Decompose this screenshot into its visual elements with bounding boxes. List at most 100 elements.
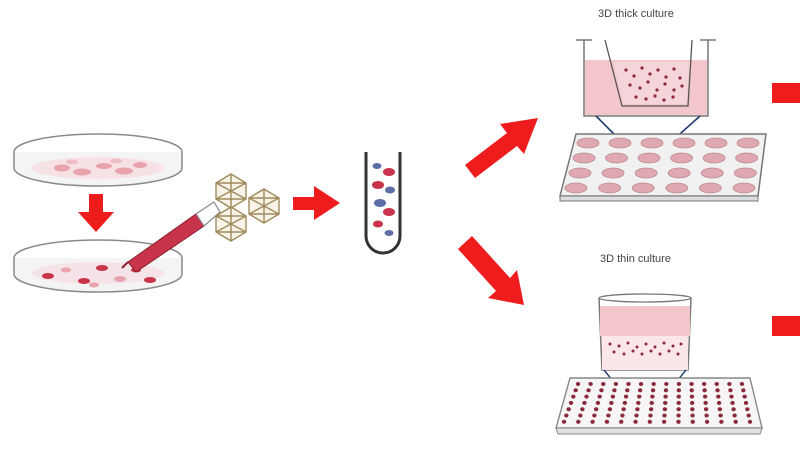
well	[729, 394, 734, 399]
well	[650, 388, 656, 393]
well	[584, 394, 589, 399]
well	[637, 388, 643, 393]
thin-culture-insert	[598, 293, 692, 413]
well	[743, 400, 749, 405]
well	[649, 400, 654, 405]
well	[699, 182, 722, 194]
well	[590, 419, 595, 424]
well	[598, 182, 621, 194]
well	[612, 388, 617, 393]
well	[663, 400, 668, 405]
well	[716, 400, 722, 405]
well	[665, 182, 689, 194]
well	[672, 137, 696, 149]
well	[607, 407, 613, 412]
well	[599, 388, 604, 393]
well	[704, 413, 709, 418]
well	[613, 382, 619, 386]
well	[635, 407, 640, 412]
well	[715, 388, 720, 393]
well	[582, 400, 587, 405]
thick-wells	[564, 137, 760, 194]
well	[663, 394, 668, 399]
well	[689, 382, 694, 386]
well	[701, 382, 707, 386]
well	[586, 388, 591, 393]
well	[690, 413, 695, 418]
well	[676, 388, 682, 393]
well	[733, 419, 738, 424]
right-edge-arrow-top	[772, 83, 800, 103]
test-tube-icon	[364, 152, 402, 255]
well	[731, 407, 736, 412]
well	[638, 382, 644, 386]
well	[676, 419, 681, 424]
well	[662, 413, 667, 418]
well	[717, 407, 723, 412]
well	[595, 400, 601, 405]
well	[601, 382, 606, 386]
well	[702, 152, 726, 164]
well	[700, 167, 724, 179]
well	[689, 388, 694, 393]
well	[564, 413, 569, 418]
petri-dish-top	[13, 133, 183, 187]
right-edge-arrow-bottom	[772, 316, 800, 336]
well	[631, 182, 655, 194]
well	[690, 407, 695, 412]
well	[746, 413, 751, 418]
well	[648, 413, 653, 418]
well	[732, 413, 737, 418]
label-thick-culture: 3D thick culture	[598, 8, 674, 20]
well	[704, 419, 710, 424]
well	[636, 400, 641, 405]
well	[623, 394, 629, 399]
well	[651, 382, 656, 386]
well	[637, 394, 642, 399]
well	[727, 382, 732, 386]
well	[728, 388, 733, 393]
well	[702, 394, 708, 399]
well	[718, 413, 723, 418]
well	[714, 382, 719, 386]
well	[568, 400, 574, 405]
well	[620, 413, 625, 418]
well	[650, 394, 655, 399]
label-thin-culture: 3D thin culture	[600, 253, 671, 265]
well	[689, 394, 695, 399]
well	[625, 388, 630, 393]
well	[575, 382, 581, 386]
well	[689, 400, 695, 405]
well	[662, 407, 668, 412]
well	[733, 167, 757, 179]
well	[576, 137, 600, 149]
well	[703, 407, 709, 412]
well	[626, 382, 631, 386]
well	[592, 413, 597, 418]
well	[634, 167, 658, 179]
well	[732, 182, 756, 194]
well	[578, 413, 583, 418]
well	[608, 137, 632, 149]
right-arrow-to-tube	[293, 186, 340, 220]
well	[601, 167, 625, 179]
well	[648, 407, 654, 412]
pipette-icon	[121, 201, 221, 273]
arrow-to-thick-culture	[465, 118, 538, 178]
well	[609, 400, 614, 405]
well	[702, 388, 707, 393]
well	[661, 419, 667, 424]
arrow-to-thin-culture	[458, 236, 524, 305]
well	[704, 137, 728, 149]
well	[736, 137, 760, 149]
well	[634, 413, 639, 418]
well	[676, 382, 682, 386]
well	[633, 419, 638, 424]
thin-culture-well-plate	[555, 377, 763, 435]
thick-culture-cells	[624, 66, 684, 102]
well	[640, 137, 664, 149]
well	[676, 407, 681, 412]
cell-cluster-pink	[54, 158, 147, 176]
well	[621, 407, 626, 412]
